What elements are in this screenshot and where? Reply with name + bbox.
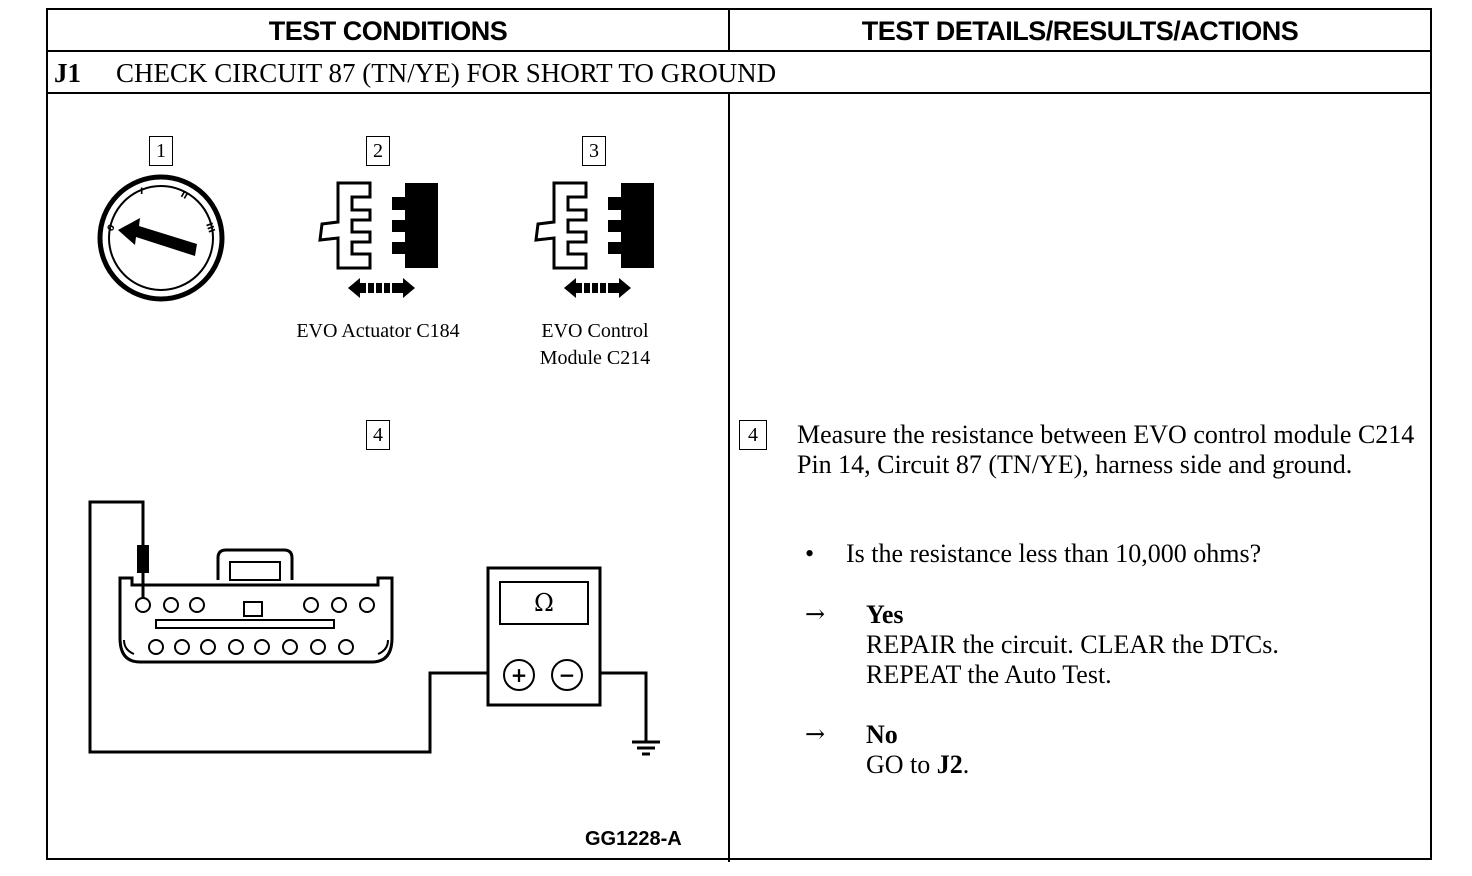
instruction-text: Measure the resistance between EVO contr… bbox=[797, 420, 1415, 479]
no-arrow-icon: → bbox=[805, 720, 826, 748]
connector-c184-label: EVO Actuator C184 bbox=[296, 320, 460, 342]
yes-label: Yes bbox=[866, 600, 904, 630]
figure-step-3: 3 bbox=[582, 136, 606, 166]
ohm-symbol: Ω bbox=[534, 589, 554, 617]
column-divider bbox=[728, 92, 730, 862]
no-action-target-link[interactable]: J2 bbox=[936, 750, 963, 779]
header-test-details: TEST DETAILS/RESULTS/ACTIONS bbox=[861, 16, 1299, 46]
ignition-switch-icon: 0 I II III bbox=[97, 174, 225, 302]
yes-action-line2: REPEAT the Auto Test. bbox=[866, 660, 1112, 689]
harness-connector-icon bbox=[118, 548, 394, 664]
row-divider-1 bbox=[48, 50, 1430, 52]
row-divider-2 bbox=[48, 92, 1430, 94]
probe-icon bbox=[137, 545, 149, 598]
ignition-pos-1: I bbox=[140, 187, 143, 197]
connector-c184-icon bbox=[318, 181, 438, 298]
test-lead-wires bbox=[88, 500, 660, 756]
connector-c214-label-line2: Module C214 bbox=[539, 347, 651, 369]
question-bullet: • bbox=[805, 539, 815, 568]
figure-step-4: 4 bbox=[366, 420, 390, 450]
header-test-conditions: TEST CONDITIONS bbox=[268, 16, 508, 46]
ignition-pos-3: III bbox=[203, 222, 216, 235]
meter-minus-terminal: − bbox=[559, 663, 576, 687]
figure-id: GG1228-A bbox=[585, 828, 682, 850]
connector-c214-icon bbox=[534, 181, 654, 298]
ohmmeter-icon: Ω + − bbox=[486, 566, 602, 707]
harness-pins bbox=[135, 597, 375, 655]
procedure-table: TEST CONDITIONS TEST DETAILS/RESULTS/ACT… bbox=[46, 8, 1432, 862]
details-step-number: 4 bbox=[739, 420, 767, 450]
figure-step-2: 2 bbox=[366, 136, 390, 166]
no-action-prefix: GO to bbox=[866, 750, 937, 779]
meter-plus-terminal: + bbox=[511, 663, 528, 687]
step-title-bar: J1 CHECK CIRCUIT 87 (TN/YE) FOR SHORT TO … bbox=[54, 58, 776, 89]
connector-c214-label-line1: EVO Control bbox=[541, 320, 649, 342]
no-action-suffix: . bbox=[962, 750, 970, 779]
header-divider bbox=[728, 10, 730, 52]
figure-step-1: 1 bbox=[149, 136, 173, 166]
yes-label-text: Yes bbox=[866, 600, 904, 629]
step-id: J1 bbox=[54, 58, 81, 88]
ignition-pos-2: II bbox=[179, 190, 190, 202]
question-text: Is the resistance less than 10,000 ohms? bbox=[846, 539, 1262, 568]
yes-arrow-icon: → bbox=[805, 600, 826, 628]
yes-action-line1: REPAIR the circuit. CLEAR the DTCs. bbox=[866, 630, 1279, 659]
no-action: GO to J2. bbox=[866, 750, 969, 780]
step-title: CHECK CIRCUIT 87 (TN/YE) FOR SHORT TO GR… bbox=[116, 58, 777, 88]
ignition-pos-0: 0 bbox=[106, 223, 118, 233]
no-label: No bbox=[866, 720, 898, 750]
no-label-text: No bbox=[866, 720, 898, 749]
